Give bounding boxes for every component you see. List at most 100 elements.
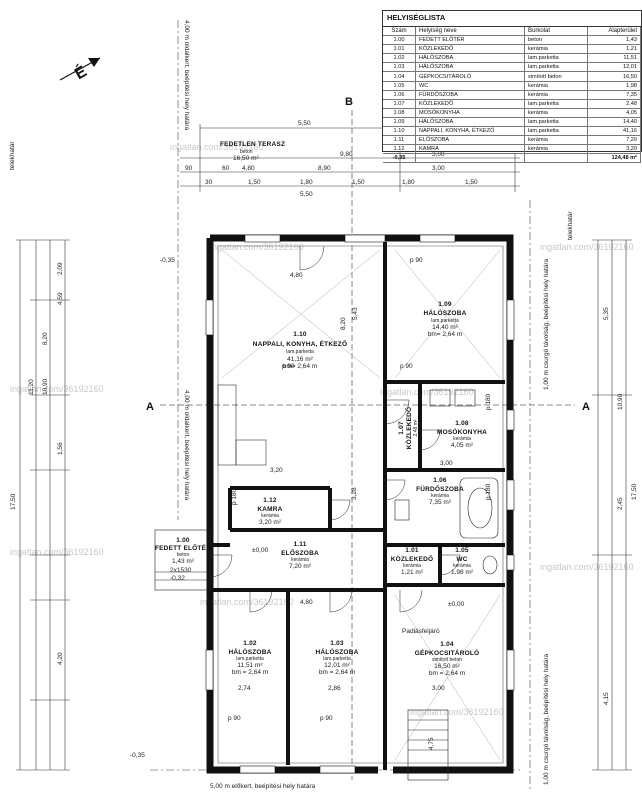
cell-name: KÖZLEKEDŐ (415, 44, 525, 55)
opening-p90-c: p 90 (282, 363, 295, 370)
room-area: 1,21 m² (401, 569, 424, 576)
dim-top-150b: 1,50 (352, 179, 365, 186)
room-labels: 1.10 NAPPALI, KONYHA, ÉTKEZŐ lam.parkett… (155, 301, 487, 677)
dim-right-1090: 10,90 (617, 393, 624, 410)
dim-top-150: 1,50 (248, 179, 261, 186)
opening-p180-a: p 180 (485, 393, 492, 410)
dim-mid-300: 3,00 (440, 460, 453, 467)
cell-area: 1,21 (587, 44, 641, 55)
terrace-area: 16,50 m² (233, 155, 259, 162)
room-name: KÖZLEKEDŐ (391, 554, 434, 563)
watermark-text: ingatlan.com/36192160 (540, 242, 634, 252)
room-name: FÜRDŐSZOBA (416, 484, 464, 493)
room-1-03: 1.03 HÁLÓSZOBA lam.parketta 12,01 m² bm … (316, 640, 359, 676)
room-num: 1.09 (438, 301, 452, 308)
setback-1m-lower: 1,00 m csurgó távolság, beépítési hely h… (543, 653, 550, 785)
room-1-06: 1.06 FÜRDŐSZOBA kerámia 7,35 m² (416, 477, 464, 506)
dim-top-480: 4,80 (242, 165, 255, 172)
dim-right-1750: 17,50 (631, 483, 638, 500)
cell-num: 1.08 (383, 108, 416, 118)
dim-top-30: 30 (205, 179, 213, 186)
dim-left-156: 1,56 (57, 442, 64, 455)
building-walls (206, 234, 514, 774)
cell-cover: lam.parketta (524, 117, 588, 128)
cell-area: 7,20 (587, 135, 641, 146)
cell-cover: lam.parketta (524, 126, 588, 137)
room-1-07: 1.07 KÖZLEKEDŐ 2,48 m² (398, 407, 419, 450)
room-name: HÁLÓSZOBA (424, 308, 467, 317)
room-num: 1.08 (455, 420, 469, 427)
room-height: bm= 2,64 m (283, 363, 318, 370)
cell-num: 1.07 (383, 99, 416, 109)
opening-p180-c: p 180 (231, 488, 238, 505)
cell-num: 1.10 (383, 126, 416, 137)
watermark-text: ingatlan.com/36192160 (200, 597, 294, 607)
dim-top-980: 9,80 (340, 151, 353, 158)
room-cover: simított beton (432, 657, 462, 663)
cell-area: 1,43 (587, 35, 641, 46)
watermark-text: ingatlan.com/36192160 (210, 242, 304, 252)
room-area: 1,98 m² (451, 569, 474, 576)
cell-area: 41,16 (587, 126, 641, 137)
room-height: bm = 2,64 m (232, 669, 268, 676)
room-num: 1.04 (440, 641, 454, 648)
room-name: MOSÓKONYHA (437, 427, 487, 436)
cell-cover: simított beton (524, 71, 588, 82)
dim-mid-320: 3,20 (270, 467, 283, 474)
room-area: 12,01 m² (324, 662, 350, 669)
room-area: 11,51 m² (237, 662, 263, 669)
cell-area: 11,51 (587, 53, 641, 64)
total-area: 124,48 m² (587, 153, 641, 164)
header-name: Helyiség neve (415, 27, 525, 37)
room-num: 1.07 (398, 421, 405, 435)
dim-left-1750: 17,50 (10, 493, 17, 510)
dim-bot-274: 2,74 (238, 685, 251, 692)
right-dimension-lines (592, 239, 632, 771)
room-1-10: 1.10 NAPPALI, KONYHA, ÉTKEZŐ lam.parkett… (253, 331, 347, 370)
room-name: WC (456, 556, 467, 563)
dim-left-1090: 10,90 (42, 378, 49, 395)
cell-area: 12,01 (587, 62, 641, 73)
cell-name: FÜRDŐSZOBA (415, 90, 525, 100)
cell-name: KAMRA (415, 144, 525, 155)
section-a-left: A (146, 401, 154, 413)
cell-name: KÖZLEKEDŐ (415, 99, 525, 109)
opening-p90-d: p 90 (228, 715, 241, 722)
header-cover: Burkolat (524, 27, 588, 37)
watermark-text: ingatlan.com/36192160 (10, 384, 104, 394)
dim-right-415: 4,15 (603, 692, 610, 705)
level-minus32: -0,32 (170, 575, 185, 582)
cell-cover: kerámia (524, 81, 588, 91)
dim-left-1120: 11,20 (28, 379, 35, 395)
room-area: 14,40 m² (432, 324, 458, 331)
cell-cover: kerámia (524, 144, 588, 155)
total-spacer (524, 153, 588, 164)
watermarks: ingatlan.com/36192160 ingatlan.com/36192… (10, 142, 634, 717)
attic-access-label: Padlásfeljáró (402, 628, 440, 635)
room-1-00: 1.00 FEDETT ELŐTÉR beton 1,43 m² (155, 537, 211, 565)
dim-bot-286: 2,86 (328, 685, 341, 692)
cell-area: 14,40 (587, 117, 641, 128)
room-1-04: 1.04 GÉPKOCSITÁROLÓ simított beton 16,50… (415, 641, 479, 677)
dim-bot-475: 4,75 (428, 737, 435, 750)
room-area: 41,16 m² (287, 356, 313, 363)
cell-cover: lam.parketta (524, 53, 588, 64)
section-a-right: A (582, 401, 590, 413)
dim-left-420: 4,20 (57, 652, 64, 665)
dim-top-180: 1,80 (300, 179, 313, 186)
room-height: bm = 2,64 m (319, 669, 355, 676)
room-num: 1.10 (293, 331, 307, 338)
room-name: NAPPALI, KONYHA, ÉTKEZŐ (253, 339, 347, 348)
cell-name: HÁLÓSZOBA (415, 117, 525, 128)
dim-mid-328: 3,28 (351, 487, 358, 500)
room-height: bm = 2,64 m (429, 670, 465, 677)
room-num: 1.02 (243, 640, 257, 647)
room-area: 4,05 m² (451, 442, 474, 449)
level-minus-top: -0,35 (160, 257, 175, 264)
setback-1m-upper: 1,00 m csurgó távolság, beépítési hely h… (543, 258, 550, 390)
room-area: 3,20 m² (259, 519, 282, 526)
dim-left-459: 4,59 (57, 292, 64, 305)
